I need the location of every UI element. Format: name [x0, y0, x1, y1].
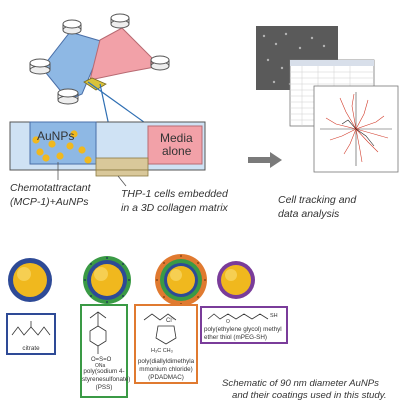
- device-port-icon: [62, 19, 82, 35]
- spreadsheet-titlebar: [290, 60, 374, 66]
- citrate-label: citrate: [22, 345, 40, 352]
- collagen-matrix: [95, 169, 149, 177]
- device-port-icon: [110, 13, 130, 29]
- svg-text:ONa: ONa: [95, 363, 106, 368]
- collagen-matrix: [95, 157, 149, 171]
- leader-line: [117, 175, 127, 187]
- svg-text:Cl⁻: Cl⁻: [166, 318, 175, 324]
- svg-text:O: O: [226, 319, 230, 325]
- pdadmac-structure-icon: Cl⁻ H₃C CH₃: [143, 313, 177, 354]
- device-port-icon: [29, 58, 51, 75]
- mpeg-aunp-icon: [217, 261, 255, 299]
- device-pink-chamber: [89, 27, 162, 81]
- process-arrow-icon: [248, 152, 282, 168]
- pss-aunp-icon: [83, 256, 131, 304]
- caption-mid-line2: in a 3D collagen matrix: [121, 202, 228, 214]
- pss-structure-box: O=S=O ONa poly(sodium 4- styrenesulfonat…: [80, 304, 131, 398]
- mpeg-structure-box: SH O poly(ethylene glycol) methyl ether …: [200, 306, 288, 344]
- caption-mid-line1: THP-1 cells embedded: [121, 188, 228, 200]
- schematic-caption-line1: Schematic of 90 nm diameter AuNPs: [222, 378, 379, 389]
- mpeg-label-line1: poly(ethylene glycol) methyl: [204, 326, 282, 333]
- caption-left-line1: Chemotattractant: [10, 182, 91, 194]
- pdadmac-label-line1: poly(diallyldimethyla: [137, 358, 195, 365]
- pdadmac-structure-box: Cl⁻ H₃C CH₃ poly(diallyldimethyla mmoniu…: [134, 304, 198, 384]
- device-port-icon: [150, 55, 170, 71]
- pdadmac-label-line2: mmonium chloride): [139, 366, 193, 373]
- schematic-caption-line2: and their coatings used in this study.: [232, 390, 387, 401]
- aunp-particles: [32, 130, 92, 164]
- svg-text:SH: SH: [270, 313, 278, 319]
- right-chamber-label-line2: alone: [162, 144, 192, 158]
- svg-text:O=S=O: O=S=O: [91, 357, 112, 363]
- citrate-aunp-icon: [8, 258, 52, 302]
- right-chamber-label-line1: Media: [160, 131, 193, 145]
- device-port-icon: [57, 88, 79, 105]
- pss-structure-icon: O=S=O ONa: [89, 311, 112, 368]
- pdadmac-aunp-icon: [155, 254, 207, 306]
- mpeg-structure-icon: SH O: [207, 313, 278, 325]
- pdadmac-label-line3: (PDADMAC): [148, 374, 184, 381]
- svg-text:H₃C CH₃: H₃C CH₃: [151, 348, 173, 354]
- cell-track-lines: [325, 93, 389, 163]
- coated-aunps: [8, 254, 255, 306]
- left-chamber-label: AuNPs: [37, 129, 75, 143]
- pss-label-line3: (PSS): [95, 384, 113, 391]
- mpeg-label-line2: ether thiol (mPEG-SH): [204, 334, 267, 341]
- cross-section-right-chamber: [147, 125, 203, 165]
- caption-left-line2: (MCP-1)+AuNPs: [10, 196, 89, 208]
- analysis-illustration: [256, 26, 399, 173]
- caption-right-line1: Cell tracking and: [278, 194, 357, 206]
- caption-right-line2: data analysis: [278, 208, 340, 220]
- pss-label-line2: styrenesulfonate): [82, 376, 131, 383]
- citrate-structure-box: citrate: [6, 313, 56, 355]
- citrate-structure-icon: [11, 321, 51, 336]
- pss-label-line1: poly(sodium 4-: [83, 368, 125, 375]
